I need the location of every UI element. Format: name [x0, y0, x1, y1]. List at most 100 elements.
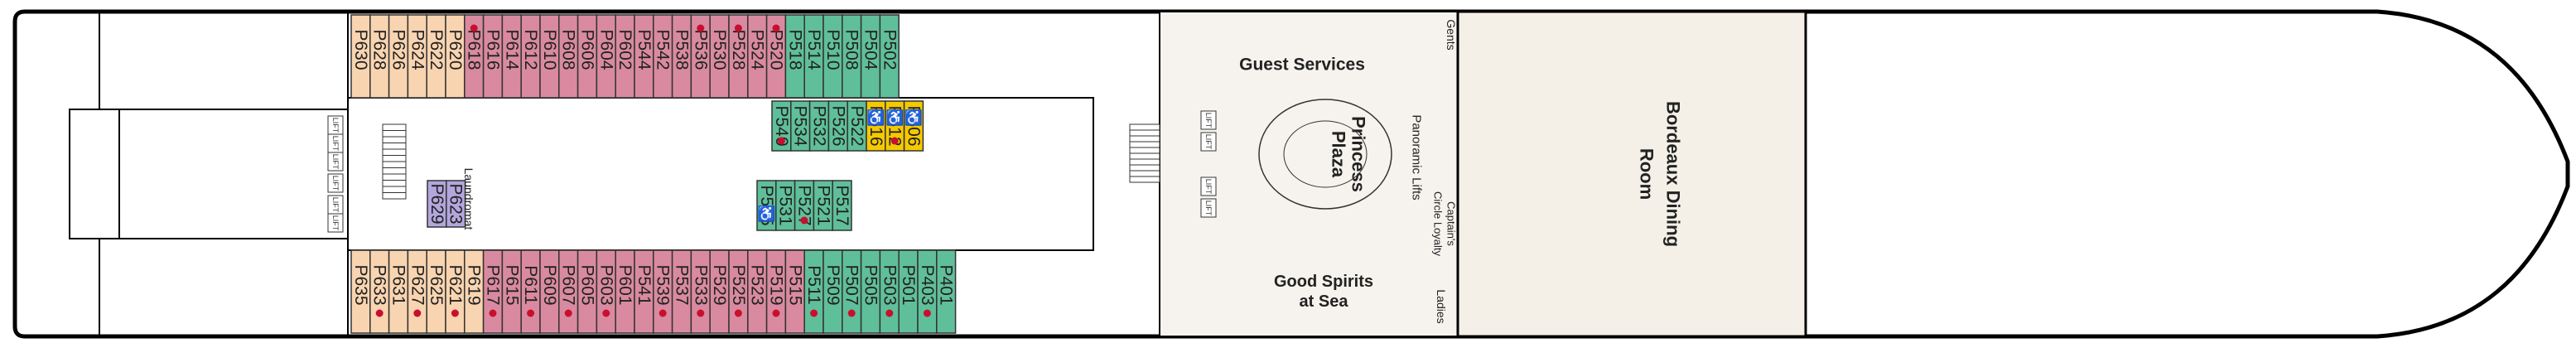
- cabin-p621[interactable]: P621: [445, 249, 466, 334]
- cabin-p607[interactable]: P607: [558, 249, 579, 334]
- cabin-p629[interactable]: P629: [427, 180, 447, 228]
- cabin-number: P524: [748, 29, 767, 70]
- stairs: [382, 123, 407, 200]
- cabin-p605[interactable]: P605: [576, 249, 598, 334]
- cabin-number: P517: [832, 185, 851, 225]
- cabin-p614[interactable]: P614: [501, 14, 522, 99]
- cabin-p541[interactable]: P541: [634, 249, 654, 334]
- cabin-p504[interactable]: P504: [860, 14, 881, 99]
- cabin-number: P542: [654, 29, 673, 70]
- cabin-p516[interactable]: P516♿: [866, 100, 886, 152]
- cabin-p633[interactable]: P633: [369, 249, 390, 334]
- cabin-p524[interactable]: P524: [747, 14, 768, 99]
- good-spirits-label-1: Good Spirits: [1274, 273, 1373, 291]
- cabin-p542[interactable]: P542: [653, 14, 673, 99]
- cabin-p603[interactable]: P603: [596, 249, 616, 334]
- cabin-p509[interactable]: P509: [822, 249, 843, 334]
- cabin-p523[interactable]: P523: [747, 249, 768, 334]
- connecting-dot-icon: [658, 309, 667, 317]
- cabin-p626[interactable]: P626: [388, 14, 409, 99]
- cabin-p602[interactable]: P602: [615, 14, 635, 99]
- cabin-p401[interactable]: P401: [936, 249, 957, 334]
- cabin-p622[interactable]: P622: [426, 14, 446, 99]
- cabin-p526[interactable]: P526: [827, 100, 848, 152]
- cabin-p623[interactable]: P623: [446, 180, 466, 228]
- cabin-p501[interactable]: P501: [898, 249, 919, 334]
- cabin-p536[interactable]: P536: [690, 14, 711, 99]
- cabin-p604[interactable]: P604: [596, 14, 616, 99]
- cabin-p522[interactable]: P522: [847, 100, 867, 152]
- cabin-p612[interactable]: P612: [520, 14, 541, 99]
- laundromat-label: Laundromat: [462, 168, 475, 230]
- cabin-p610[interactable]: P610: [539, 14, 560, 99]
- cabin-p511[interactable]: P511: [803, 249, 824, 334]
- cabin-p507[interactable]: P507: [842, 249, 862, 334]
- cabin-number: P508: [842, 29, 861, 70]
- cabin-p617[interactable]: P617: [482, 249, 504, 334]
- cabin-p616[interactable]: P616: [482, 14, 504, 99]
- cabin-p525[interactable]: P525: [728, 249, 749, 334]
- cabin-p619[interactable]: P619: [464, 249, 485, 334]
- cabin-p502[interactable]: P502: [879, 14, 900, 99]
- cabin-p505[interactable]: P505: [860, 249, 881, 334]
- cabin-p631[interactable]: P631: [388, 249, 409, 334]
- cabin-number: P511: [804, 265, 823, 305]
- cabin-p532[interactable]: P532: [808, 100, 830, 152]
- connecting-dot-icon: [564, 309, 572, 317]
- cabin-p535[interactable]: P535♿: [756, 180, 777, 231]
- cabin-p624[interactable]: P624: [407, 14, 427, 99]
- cabin-p521[interactable]: P521: [813, 180, 833, 231]
- cabin-p618[interactable]: P618: [464, 14, 485, 99]
- dining-room-label-1: Bordeaux Dining: [1663, 101, 1684, 247]
- cabin-p531[interactable]: P531: [775, 180, 796, 231]
- cabin-p628[interactable]: P628: [369, 14, 390, 99]
- cabin-p544[interactable]: P544: [634, 14, 654, 99]
- cabin-p534[interactable]: P534: [790, 100, 811, 152]
- cabin-number: P609: [540, 264, 559, 305]
- lift-label: LIFT: [331, 197, 340, 213]
- cabin-p508[interactable]: P508: [842, 14, 862, 99]
- cabin-number: P603: [596, 264, 615, 305]
- cabin-p539[interactable]: P539: [653, 249, 673, 334]
- cabin-p627[interactable]: P627: [407, 249, 427, 334]
- cabin-p519[interactable]: P519: [765, 249, 787, 334]
- cabin-number: P533: [691, 264, 710, 305]
- cabin-number: P619: [465, 264, 484, 305]
- cabin-p611[interactable]: P611: [520, 249, 541, 334]
- cabin-number: P544: [634, 29, 654, 70]
- cabin-p540[interactable]: P540: [771, 100, 792, 152]
- cabin-p517[interactable]: P517: [832, 180, 852, 231]
- cabin-p608[interactable]: P608: [558, 14, 579, 99]
- cabin-p515[interactable]: P515: [784, 249, 805, 334]
- cabin-p518[interactable]: P518: [784, 14, 805, 99]
- cabin-p510[interactable]: P510: [822, 14, 843, 99]
- cabin-p403[interactable]: P403: [917, 249, 938, 334]
- cabin-p533[interactable]: P533: [690, 249, 711, 334]
- cabin-p606[interactable]: P606: [576, 14, 598, 99]
- cabin-p601[interactable]: P601: [615, 249, 635, 334]
- cabin-p527[interactable]: P527: [794, 180, 815, 231]
- cabin-p514[interactable]: P514: [803, 14, 824, 99]
- cabin-p538[interactable]: P538: [671, 14, 692, 99]
- cabin-number: P505: [861, 264, 880, 305]
- cabin-p503[interactable]: P503: [879, 249, 900, 334]
- cabin-number: P506: [904, 105, 924, 146]
- cabin-number: P526: [828, 105, 847, 146]
- cabin-p520[interactable]: P520: [765, 14, 787, 99]
- cabin-p529[interactable]: P529: [709, 249, 730, 334]
- dining-room-area: [1456, 10, 1807, 338]
- cabin-number: P515: [785, 264, 804, 305]
- cabin-p625[interactable]: P625: [426, 249, 446, 334]
- cabin-number: P617: [484, 264, 503, 305]
- cabin-p635[interactable]: P635: [350, 249, 371, 334]
- stern-upper-block: [99, 11, 349, 110]
- cabin-p512[interactable]: P512♿: [885, 100, 905, 152]
- cabin-p528[interactable]: P528: [728, 14, 749, 99]
- cabin-p506[interactable]: P506♿: [903, 100, 924, 152]
- cabin-p537[interactable]: P537: [671, 249, 692, 334]
- cabin-p615[interactable]: P615: [501, 249, 522, 334]
- cabin-p530[interactable]: P530: [709, 14, 730, 99]
- cabin-p630[interactable]: P630: [350, 14, 371, 99]
- cabin-p620[interactable]: P620: [445, 14, 466, 99]
- cabin-p609[interactable]: P609: [539, 249, 560, 334]
